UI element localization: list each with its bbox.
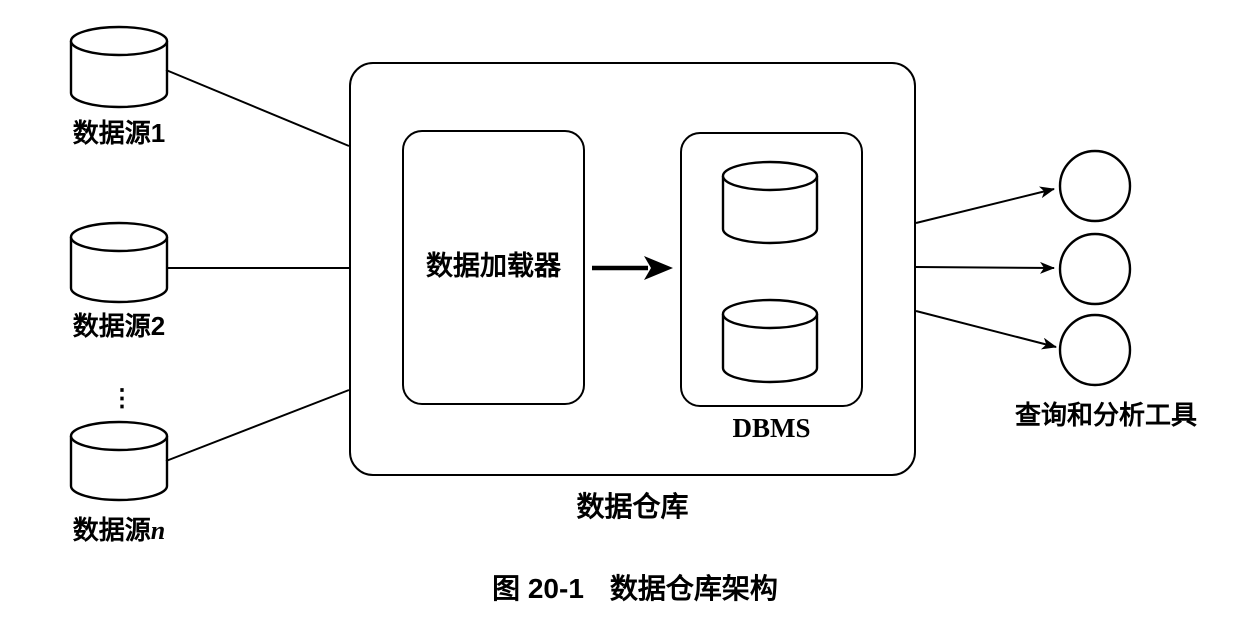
figure-caption: 图 20-1 数据仓库架构 (323, 567, 947, 607)
source-n-label-base: 数据源 (72, 515, 151, 545)
dbms-box (680, 132, 863, 407)
query-tool-circle-icon-3 (1058, 313, 1132, 387)
database-cylinder-icon-dbms-top (721, 160, 819, 245)
vertical-ellipsis: ⋮ (110, 385, 134, 412)
source1-label-sub: 1 (150, 118, 166, 148)
arrow-warehouse-tool3 (915, 310, 1057, 350)
database-cylinder-icon-source1 (69, 25, 169, 109)
arrow-warehouse-tool2 (915, 261, 1055, 274)
source2-label-base: 数据源 (72, 311, 151, 341)
data-loader-label: 数据加载器 (426, 251, 561, 281)
dbms-label: DBMS (732, 413, 811, 443)
warehouse-box (349, 62, 916, 476)
figure-caption-title: 数据仓库架构 (609, 573, 778, 604)
warehouse-label: 数据仓库 (576, 491, 689, 522)
connector-source1-warehouse (165, 69, 350, 147)
query-tool-circle-icon-2 (1058, 232, 1132, 306)
source2-label: 数据源2 (44, 311, 194, 342)
source1-label-base: 数据源 (72, 118, 151, 148)
arrow-warehouse-tool1 (915, 186, 1055, 224)
query-tools-label: 查询和分析工具 (1014, 400, 1197, 430)
source2-label-sub: 2 (150, 311, 166, 341)
database-cylinder-icon-source2 (69, 221, 169, 304)
figure-caption-number: 图 20-1 (492, 573, 584, 604)
source-n-label-sub: n (150, 516, 166, 545)
data-loader-box (402, 130, 585, 405)
query-tool-circle-icon-1 (1058, 149, 1132, 223)
source-n-label: 数据源n (44, 515, 194, 546)
arrow-loader-to-dbms-icon (592, 256, 673, 280)
database-cylinder-icon-dbms-bottom (721, 298, 819, 384)
connector-source-n-warehouse (165, 389, 350, 462)
source1-label: 数据源1 (44, 118, 194, 149)
database-cylinder-icon-source-n (69, 420, 169, 502)
